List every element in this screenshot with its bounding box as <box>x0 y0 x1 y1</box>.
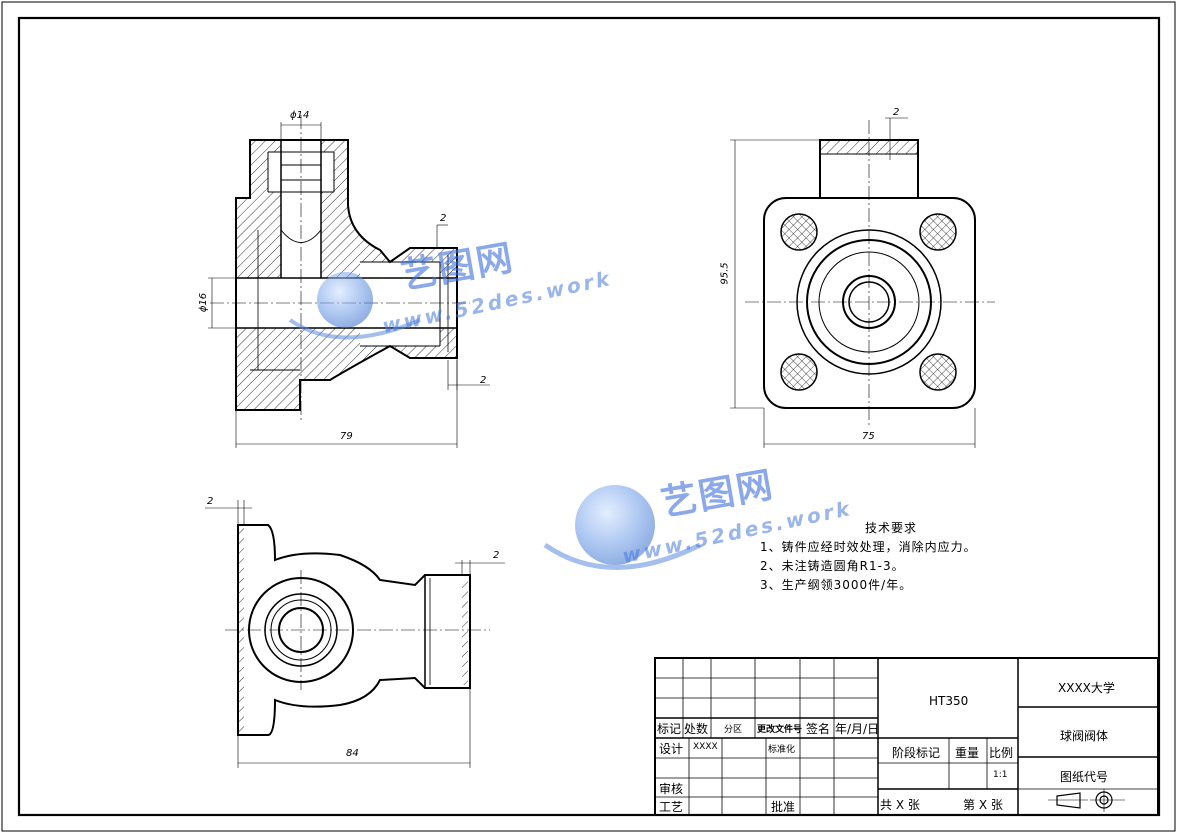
label-signature: 签名 <box>806 722 831 736</box>
label-stage-mark: 阶段标记 <box>892 746 941 760</box>
designer: XXXX <box>693 742 718 752</box>
label-approve: 批准 <box>771 800 796 814</box>
label-date: 年/月/日 <box>835 722 880 736</box>
dim-front-port-dia: ϕ16 <box>198 292 210 313</box>
tech-requirement-3: 3、生产纲领3000件/年。 <box>760 578 913 592</box>
dim-top-chamfer-left: 2 <box>207 496 214 507</box>
inner-border <box>17 16 1161 817</box>
dim-front-chamfer-top: 2 <box>440 213 447 224</box>
dim-top-chamfer-right: 2 <box>493 550 500 561</box>
part-name: 球阀阀体 <box>1060 729 1109 743</box>
watermark-globe-1 <box>288 272 421 340</box>
tech-requirement-1: 1、铸件应经时效处理，消除内应力。 <box>760 540 977 554</box>
title-block-grid <box>654 657 1159 816</box>
label-mark: 标记 <box>657 722 682 736</box>
label-design: 设计 <box>659 742 684 756</box>
tech-requirements-title: 技术要求 <box>865 521 918 535</box>
material: HT350 <box>929 694 969 708</box>
university: XXXX大学 <box>1058 681 1115 695</box>
label-review: 审核 <box>659 782 684 796</box>
dim-top-width: 84 <box>346 748 359 759</box>
dim-side-height: 95.5 <box>719 262 731 285</box>
label-zone: 分区 <box>724 725 743 735</box>
dim-front-bore-dia: ϕ14 <box>290 110 310 121</box>
label-standardize: 标准化 <box>768 745 796 755</box>
top-view <box>205 500 505 768</box>
watermark-globe-2 <box>543 485 702 570</box>
scale-value: 1:1 <box>993 770 1008 780</box>
side-view <box>730 117 995 448</box>
label-process: 工艺 <box>659 800 684 814</box>
label-sheet-no: 第 X 张 <box>963 798 1003 812</box>
label-change-doc: 更改文件号 <box>757 725 803 735</box>
tech-requirement-2: 2、未注铸造圆角R1-3。 <box>760 559 905 573</box>
label-scale: 比例 <box>989 746 1014 760</box>
label-total-sheets: 共 X 张 <box>880 798 920 812</box>
label-count: 处数 <box>684 722 709 736</box>
dim-front-width: 79 <box>340 431 353 442</box>
label-weight: 重量 <box>955 746 980 760</box>
drawing-no-label: 图纸代号 <box>1060 770 1109 784</box>
dim-side-chamfer: 2 <box>893 107 900 118</box>
dim-side-width: 75 <box>862 431 875 442</box>
projection-symbol <box>1048 789 1125 812</box>
dim-front-chamfer-bottom: 2 <box>480 375 487 386</box>
